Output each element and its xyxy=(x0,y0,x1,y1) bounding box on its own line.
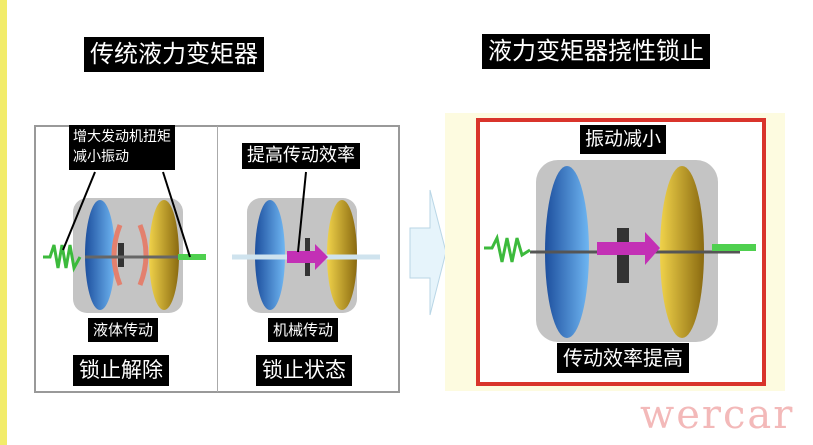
side-strip xyxy=(0,0,7,445)
transition-arrow xyxy=(409,189,447,316)
converter-locked xyxy=(232,171,380,313)
callout-efficiency: 提高传动效率 xyxy=(242,143,360,169)
converter-flex-lockup xyxy=(484,160,756,342)
state-unlocked: 锁止解除 xyxy=(73,355,169,387)
callout-line-1: 增大发动机扭矩 xyxy=(73,129,171,145)
left-title: 传统液力变矩器 xyxy=(84,37,264,72)
mode-fluid: 液体传动 xyxy=(88,318,159,342)
converter-unlocked xyxy=(43,171,206,313)
callout-line-2: 减小振动 xyxy=(73,149,129,166)
callout-torque-vibration: 增大发动机扭矩 减小振动 xyxy=(69,125,175,170)
watermark: wercar xyxy=(640,392,795,438)
right-title: 液力变矩器挠性锁止 xyxy=(482,34,710,69)
divider xyxy=(217,126,218,392)
label-vibration-reduced: 振动减小 xyxy=(580,125,667,154)
mode-mechanical: 机械传动 xyxy=(268,318,339,342)
state-locked: 锁止状态 xyxy=(256,355,352,387)
label-efficiency-improved: 传动效率提高 xyxy=(557,343,689,373)
